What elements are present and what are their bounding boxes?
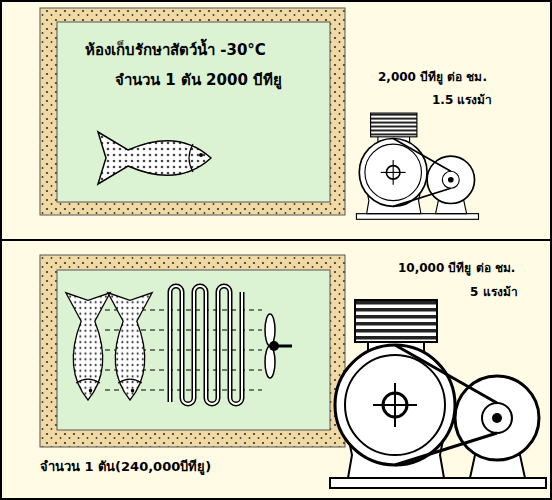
evaporator-coil (170, 286, 242, 404)
horsepower-label: 5 แรงม้า (470, 282, 518, 301)
room-capacity: จำนวน 1 ตัน 2000 บีทียู (115, 68, 282, 92)
fish (108, 293, 152, 400)
room-interior (57, 22, 330, 202)
fan (265, 314, 292, 378)
compressor-large (330, 300, 546, 488)
insulation-wall (40, 255, 345, 447)
compressor-small (356, 113, 478, 219)
room-title: ห้องเก็บรักษาสัตว์น้ำ -30°C (85, 38, 266, 62)
fish (66, 293, 110, 400)
room-interior (57, 270, 330, 430)
fish (98, 132, 211, 184)
horsepower-label: 1.5 แรงม้า (432, 90, 492, 109)
capacity-label: 2,000 บีทียู ต่อ ชม. (378, 67, 487, 86)
cold-room: จำนวน 1 ตัน(240,000บีทียู) (57, 270, 330, 430)
insulation-wall (40, 8, 345, 215)
divider (1, 239, 551, 241)
cold-room: ห้องเก็บรักษาสัตว์น้ำ -30°C จำนวน 1 ตัน 2… (57, 22, 330, 202)
capacity-label: 10,000 บีทียู ต่อ ชม. (398, 258, 515, 277)
room-caption: จำนวน 1 ตัน(240,000บีทียู) (40, 456, 211, 477)
